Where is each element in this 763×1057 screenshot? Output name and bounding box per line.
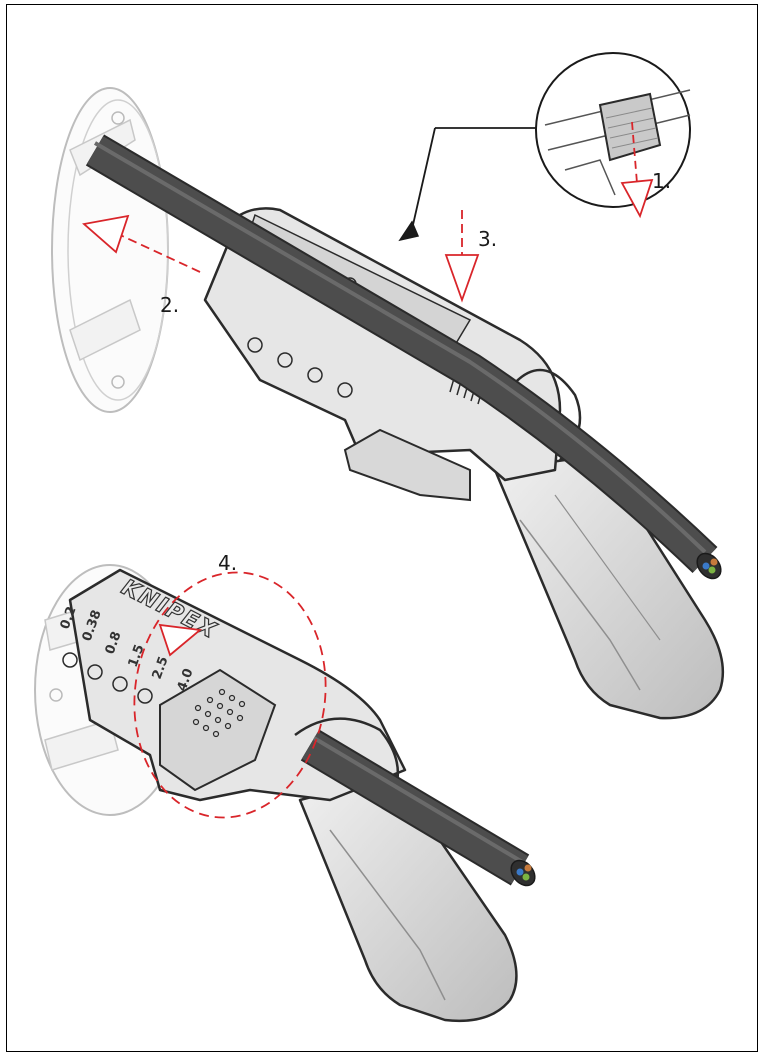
- cable-top: [85, 134, 722, 580]
- cable-bottom: [300, 729, 536, 887]
- scale-mark-4: 2.5: [150, 655, 172, 682]
- wire-core-green-yellow-icon: [708, 566, 716, 574]
- step-label-3: 3.: [478, 227, 497, 251]
- scale-mark-0: 0.2: [58, 605, 80, 632]
- wire-core-blue-icon: [702, 562, 710, 570]
- arrow-step-4: [133, 571, 327, 819]
- figure-frame: [6, 4, 758, 1052]
- wall-box-top: [51, 87, 169, 413]
- step-label-1: 1.: [652, 169, 671, 193]
- step-label-2: 2.: [160, 293, 179, 317]
- arrow-step-1: [620, 121, 654, 219]
- detail-callout: [398, 52, 691, 242]
- scale-mark-2: 0.8: [103, 630, 125, 657]
- step-label-4: 4.: [218, 551, 237, 575]
- arrow-step-3: [444, 210, 480, 303]
- arrow-step-2: [82, 214, 201, 273]
- wire-core-brown-icon: [710, 558, 718, 566]
- scale-mark-5: 4.0: [175, 667, 197, 694]
- scale-mark-3: 1.5: [126, 643, 148, 670]
